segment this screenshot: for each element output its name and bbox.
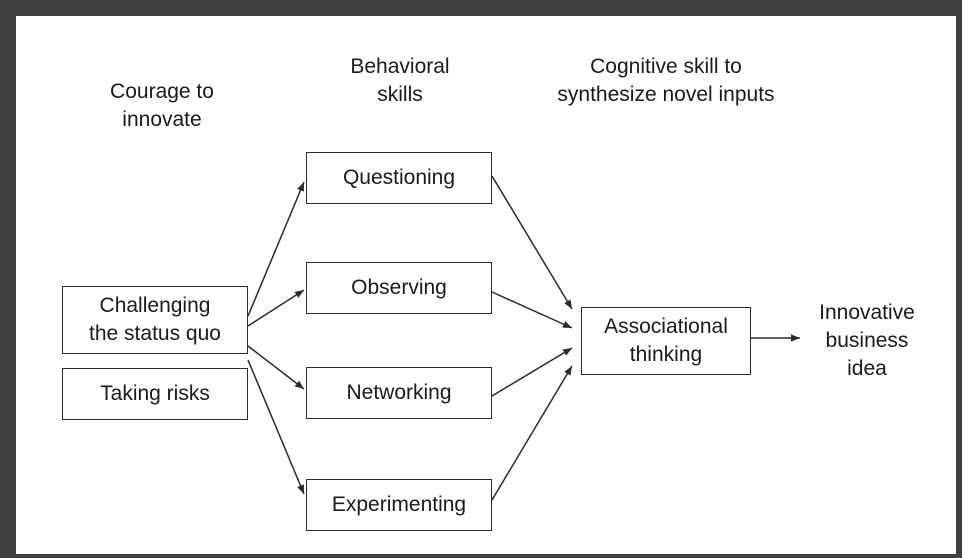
node-taking-risks-label: Taking risks <box>100 382 210 405</box>
edge-observing-to-associational <box>491 291 573 329</box>
heading-courage-line-1: Courage to <box>110 80 214 103</box>
heading-cognitive-line-2: synthesize novel inputs <box>557 83 775 106</box>
diagram-canvas: Courage to innovate Behavioral skills Co… <box>16 16 956 554</box>
node-challenging-line-2: the status quo <box>89 322 221 345</box>
node-associational-line-2: thinking <box>629 343 703 366</box>
node-questioning-label: Questioning <box>342 166 456 189</box>
heading-behavioral-line-1: Behavioral <box>350 55 450 78</box>
node-observing: Observing <box>306 262 492 314</box>
outcome-line-1: Innovative <box>819 301 915 324</box>
heading-cognitive: Cognitive skill to synthesize novel inpu… <box>526 53 806 109</box>
outcome-line-2: business <box>825 329 909 352</box>
node-challenging-status-quo: Challenging the status quo <box>62 286 248 354</box>
edge-challenging-to-questioning <box>247 181 305 317</box>
node-challenging-line-1: Challenging <box>99 294 211 317</box>
edge-experimenting-to-associational <box>491 365 573 501</box>
node-networking-label: Networking <box>346 381 452 404</box>
heading-cognitive-line-1: Cognitive skill to <box>590 55 742 78</box>
node-experimenting-label: Experimenting <box>331 493 467 516</box>
node-observing-label: Observing <box>351 276 447 299</box>
edge-challenging-to-networking <box>247 345 305 390</box>
node-taking-risks: Taking risks <box>62 368 248 420</box>
node-associational-line-1: Associational <box>604 315 728 338</box>
heading-courage: Courage to innovate <box>80 78 244 134</box>
edge-questioning-to-associational <box>491 175 573 310</box>
edge-networking-to-associational <box>491 347 573 397</box>
node-experimenting: Experimenting <box>306 479 492 531</box>
edges-layer <box>247 175 800 501</box>
heading-behavioral-line-2: skills <box>377 83 423 106</box>
outcome-line-3: idea <box>847 357 887 380</box>
edge-challenging-to-experimenting <box>247 359 305 495</box>
node-associational-thinking: Associational thinking <box>581 307 751 375</box>
heading-courage-line-2: innovate <box>122 108 202 131</box>
node-networking: Networking <box>306 367 492 419</box>
heading-behavioral: Behavioral skills <box>320 53 480 109</box>
edge-challenging-to-observing <box>247 289 305 327</box>
node-questioning: Questioning <box>306 152 492 204</box>
node-innovative-business-idea: Innovative business idea <box>802 299 932 383</box>
